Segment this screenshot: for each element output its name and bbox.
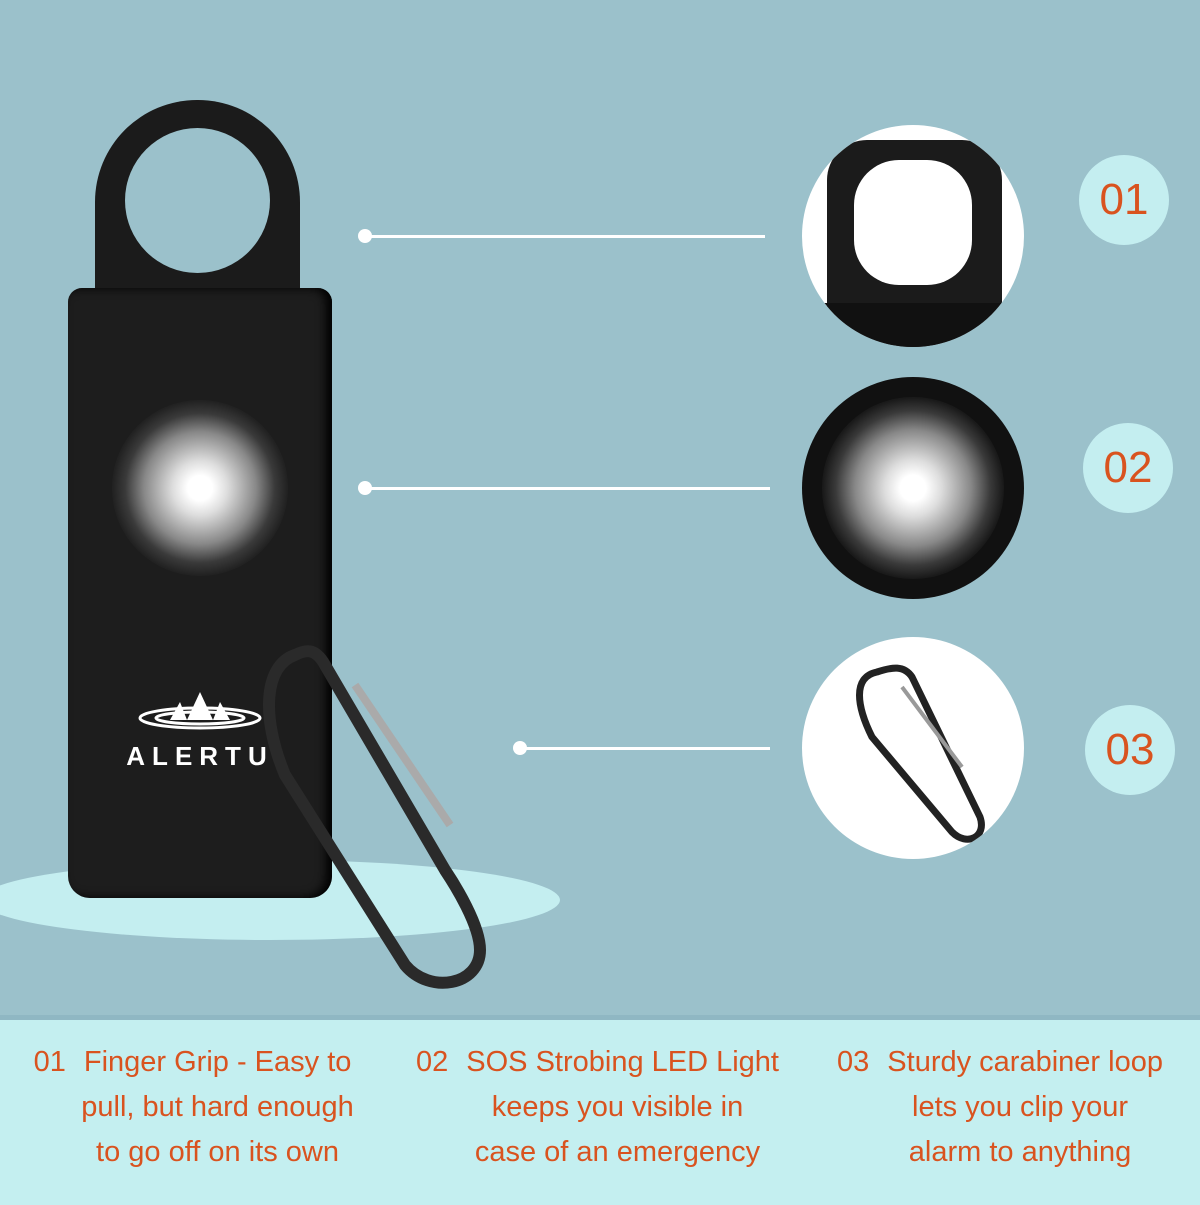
callout-line-3 (520, 747, 770, 750)
feature-line: SOS Strobing LED Light (466, 1046, 779, 1078)
brand-logo: ALERTU (110, 690, 290, 772)
carabiner-detail-icon (856, 664, 985, 843)
detail-led-light (802, 377, 1024, 599)
carabiner-icon (263, 645, 487, 989)
feature-line: alarm to anything (908, 1136, 1132, 1168)
feature-line: pull, but hard enough (81, 1091, 354, 1123)
callout-line-1 (365, 235, 765, 238)
badge-03: 03 (1085, 705, 1175, 795)
feature-01: 01 Finger Grip - Easy to pull, but hard e… (20, 1040, 365, 1175)
alarm-device-body (68, 288, 332, 898)
feature-number: 03 (837, 1046, 870, 1078)
feature-line: keeps you visible in (491, 1091, 744, 1123)
detail-finger-grip (802, 125, 1024, 347)
led-light (112, 400, 288, 576)
sound-wave-logo-icon (138, 692, 262, 730)
feature-number: 02 (416, 1046, 449, 1078)
feature-line: lets you clip your (912, 1091, 1128, 1123)
feature-line: Sturdy carabiner loop (887, 1046, 1163, 1078)
feature-line: Finger Grip - Easy to (83, 1046, 352, 1078)
callout-line-2 (365, 487, 770, 490)
detail-carabiner (802, 637, 1024, 859)
grip-hole (125, 128, 270, 273)
badge-01: 01 (1079, 155, 1169, 245)
feature-line: to go off on its own (96, 1136, 339, 1168)
badge-02: 02 (1083, 423, 1173, 513)
feature-number: 01 (33, 1046, 66, 1078)
features-band (0, 1015, 1200, 1205)
feature-03: 03 Sturdy carabiner loop lets you clip yo… (820, 1040, 1180, 1175)
feature-line: case of an emergency (474, 1136, 761, 1168)
brand-name: ALERTU (126, 741, 274, 771)
feature-02: 02 SOS Strobing LED Light keeps you visib… (405, 1040, 790, 1175)
